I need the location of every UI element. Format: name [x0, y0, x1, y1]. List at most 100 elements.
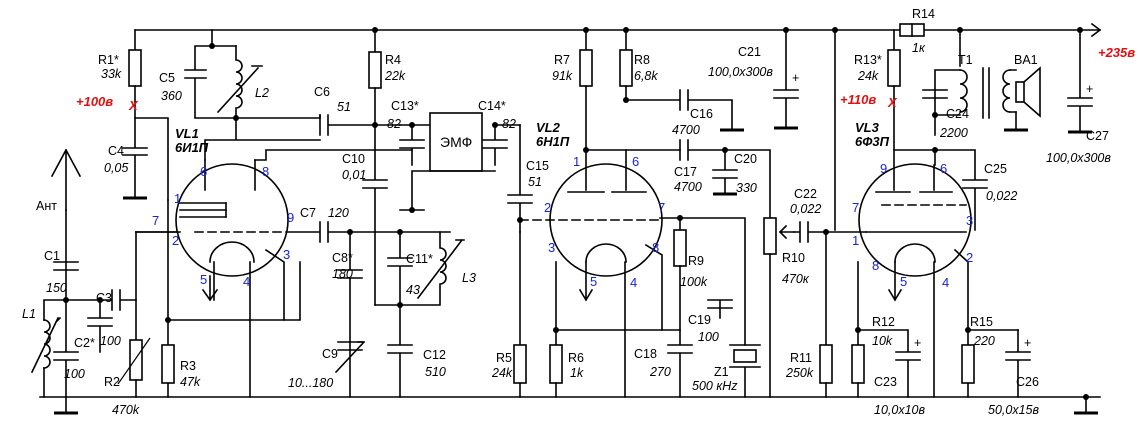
l3-ref: L3	[462, 271, 476, 285]
c14-value: 82	[502, 117, 516, 131]
antenna-label: Ант	[36, 199, 57, 213]
r2-ref: R2	[104, 375, 120, 389]
vl3-pin-4: 4	[942, 275, 949, 290]
vl1-test-point: X	[128, 98, 139, 113]
c16-value: 4700	[672, 123, 700, 137]
c10-value: 0,01	[342, 168, 366, 182]
c20-value: 330	[736, 181, 757, 195]
vl3-pin-8: 8	[872, 258, 879, 273]
z1-value: 500 кHz	[692, 379, 738, 393]
c26-value: 50,0x15в	[988, 403, 1039, 417]
vl1-pin-2: 2	[172, 233, 179, 248]
vl2-pin-5: 5	[590, 274, 597, 289]
l1-coil	[30, 299, 113, 398]
c8-value: 180	[332, 267, 353, 281]
junctions	[63, 27, 1089, 400]
c22-ref: C22	[794, 187, 817, 201]
l1-ref: L1	[22, 307, 36, 321]
r9-ref: R9	[688, 254, 704, 268]
vl2-pin-4: 4	[630, 275, 637, 290]
vl3-pin-9: 9	[880, 161, 887, 176]
c10-ref: C10	[342, 152, 365, 166]
vl3-supply	[834, 29, 988, 231]
r6-ref: R6	[568, 351, 584, 365]
r2-value: 470k	[112, 403, 140, 417]
c27-ref: C27	[1086, 129, 1109, 143]
c4-ref: C4	[108, 144, 124, 158]
c15-value: 51	[528, 175, 542, 189]
vl1-pin-6: 6	[200, 164, 207, 179]
r10-ref: R10	[782, 251, 805, 265]
vl3-type: 6Ф3П	[855, 134, 890, 149]
vl2-pin-6: 6	[632, 154, 639, 169]
vl1-pin-8: 8	[262, 164, 269, 179]
c17-ref: C17	[674, 165, 697, 179]
c14-ref: C14*	[478, 99, 506, 113]
emf-label: ЭМФ	[440, 134, 472, 150]
c1-ref: C1	[44, 249, 60, 263]
c26-ref: C26	[1016, 375, 1039, 389]
ground-rail	[39, 396, 1101, 415]
c13-value: 82	[387, 117, 401, 131]
r15-ref: R15	[970, 315, 993, 329]
c8-ref: C8*	[332, 251, 353, 265]
c25-ref: C25	[984, 162, 1007, 176]
c2-value: 100	[64, 367, 85, 381]
svg-text:+: +	[914, 336, 921, 350]
z1-ref: Z1	[714, 365, 729, 379]
r11-value: 250k	[785, 366, 814, 380]
pin-numbers: 1 2 3 4 5 6 7 8 9 1 2 3 4 5 6 7 8 1 2 3 …	[152, 154, 973, 290]
vl1-pin-5: 5	[200, 272, 207, 287]
c9-ref: C9	[322, 347, 338, 361]
vl2-pin-2: 2	[544, 200, 551, 215]
vl3-cathode	[851, 261, 1031, 398]
c23-ref: C23	[874, 375, 897, 389]
vl3-ref: VL3	[855, 120, 880, 135]
r13-ref: R13*	[854, 53, 882, 67]
emf-filter	[399, 112, 533, 233]
l2-ref: L2	[255, 86, 269, 100]
vl2-pin-1: 1	[573, 154, 580, 169]
vl2-ref: VL2	[536, 120, 561, 135]
c4-value: 0,05	[104, 161, 128, 175]
c1-value: 150	[46, 281, 67, 295]
c1	[53, 261, 79, 271]
c12-value: 510	[425, 365, 446, 379]
c23-value: 10,0x10в	[874, 403, 925, 417]
r10-value: 470к	[782, 272, 810, 286]
ba1-ref: BA1	[1014, 53, 1038, 67]
vl1-pin-1: 1	[174, 191, 181, 206]
vl3-pin-7: 7	[852, 200, 859, 215]
vl2-pin-8: 8	[652, 240, 659, 255]
r8-value: 6,8k	[634, 69, 658, 83]
c20-ref: C20	[734, 152, 757, 166]
c24-value: 2200	[939, 126, 968, 140]
vl1-type: 6И1П	[175, 140, 209, 155]
c7-value: 120	[328, 206, 349, 220]
r11-ref: R11	[790, 351, 812, 365]
r1-c4	[122, 29, 169, 201]
c19-value: 100	[698, 330, 719, 344]
vl3-anode-voltage: +110в	[840, 92, 876, 107]
c21-ref: C21	[738, 45, 761, 59]
t1-ref: T1	[958, 53, 973, 67]
c24-ref: C24	[946, 107, 969, 121]
vl1-pin-4: 4	[243, 274, 250, 289]
c18-ref: C18	[634, 347, 657, 361]
r8-ref: R8	[634, 53, 650, 67]
r12-ref: R12	[872, 315, 895, 329]
c3	[99, 289, 137, 311]
vl3-pin-3: 3	[966, 213, 973, 228]
volume-control	[763, 217, 867, 398]
c21	[773, 29, 799, 130]
c19-ref: C19	[688, 313, 711, 327]
c5-ref: C5	[159, 71, 175, 85]
l2-c5-tank	[184, 29, 401, 161]
svg-text:+: +	[1024, 336, 1031, 350]
r6-value: 1k	[570, 366, 584, 380]
r14	[899, 23, 925, 37]
r7-value: 91k	[552, 69, 573, 83]
c17-value: 4700	[674, 180, 702, 194]
c6-value: 51	[337, 100, 351, 114]
vl1-anode-voltage: +100в	[76, 94, 113, 109]
